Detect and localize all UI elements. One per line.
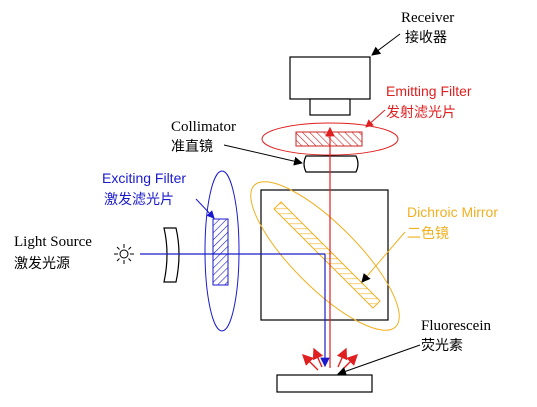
emitting-pointer <box>365 109 386 128</box>
dichroic-pointer <box>361 231 406 283</box>
excitation-lens <box>163 227 180 283</box>
fluorescein-label-en: Fluorescein <box>421 318 491 334</box>
fluorescein-label-cn: 荧光素 <box>421 337 463 354</box>
collimator-lens <box>303 155 359 173</box>
dichroic-mirror <box>273 201 381 309</box>
collimator-label-en: Collimator <box>171 119 236 135</box>
collimator-label-cn: 准直镜 <box>171 138 213 155</box>
light-source-label-en: Light Source <box>14 234 92 250</box>
collimator-pointer <box>223 144 303 166</box>
exciting-filter-ellipse <box>204 170 240 332</box>
fluorescein-pointer <box>337 344 421 376</box>
receiver-pointer <box>371 33 401 56</box>
fluorescein-sample <box>276 374 373 393</box>
exciting-label-en: Exciting Filter <box>102 170 186 186</box>
emitting-label-cn: 发射滤光片 <box>386 105 456 121</box>
dichroic-label-en: Dichroic Mirror <box>407 204 498 220</box>
exciting-filter <box>212 218 229 286</box>
light-source-label-cn: 激发光源 <box>14 255 70 272</box>
receiver-label-en: Receiver <box>401 10 454 26</box>
emitting-label-en: Emitting Filter <box>386 83 472 99</box>
dichroic-ellipse <box>250 181 400 331</box>
sun-icon <box>114 244 134 264</box>
exciting-pointer <box>195 198 215 219</box>
receiver <box>289 56 371 116</box>
exciting-label-cn: 激发滤光片 <box>104 191 174 208</box>
emitting-filter <box>295 131 363 147</box>
receiver-label-cn: 接收器 <box>405 29 447 46</box>
dichroic-label-cn: 二色镜 <box>407 225 449 242</box>
